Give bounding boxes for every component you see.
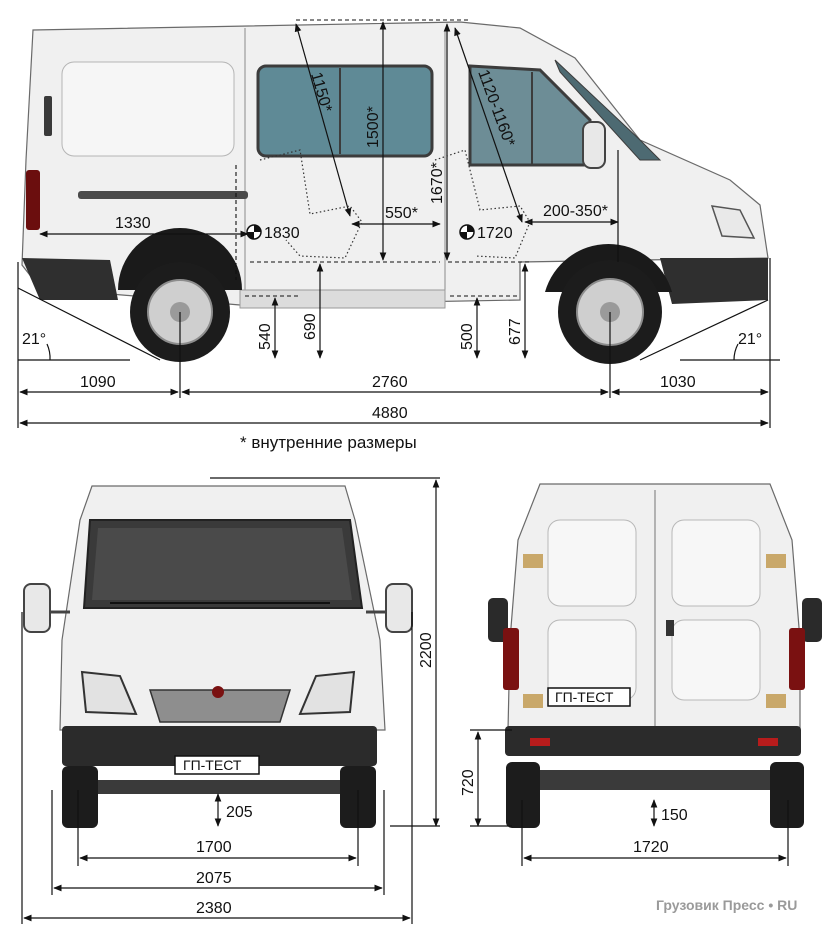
watermark: Грузовик Пресс • RU [656, 897, 798, 913]
front-view-van: ГП-ТЕСТ [23, 485, 413, 828]
step-rear-label: 540 [257, 323, 274, 350]
interior-dimensions-note: * внутренние размеры [240, 433, 417, 452]
overall-height-label: 2200 [418, 632, 435, 668]
rear-clearance-label: 150 [661, 807, 688, 824]
front-dimension-labels: 2200 205 1700 2075 2380 [196, 632, 435, 917]
seat-range-label: 200-350* [543, 203, 608, 220]
rear-plate-text: ГП-ТЕСТ [555, 689, 614, 705]
step-front-label: 500 [459, 323, 476, 350]
floor-front-label: 677 [507, 318, 524, 345]
departure-angle-label: 21° [22, 331, 46, 348]
rear-dimension-lines [470, 729, 789, 866]
side-dimension-labels: 1090 2760 1030 4880 21° 21° 1330 1830 17… [22, 68, 762, 422]
door-width-label: 550* [385, 205, 418, 222]
front-track-label: 1700 [196, 839, 232, 856]
rear-view-van: ГП-ТЕСТ [488, 483, 822, 828]
width-mirrors-label: 2380 [196, 900, 232, 917]
front-compartment-label: 1720 [477, 225, 513, 242]
side-dimension-lines [17, 19, 780, 428]
side-view-van [21, 21, 769, 364]
rear-compartment-label: 1830 [264, 225, 300, 242]
floor-rear-label: 690 [302, 313, 319, 340]
cg-marker-front [459, 224, 475, 240]
front-clearance-label: 205 [226, 804, 253, 821]
front-dimension-lines [21, 477, 440, 924]
cargo-length-label: 1330 [115, 215, 151, 232]
approach-angle-label: 21° [738, 331, 762, 348]
body-width-label: 2075 [196, 870, 232, 887]
overall-length-label: 4880 [372, 405, 408, 422]
rear-floor-height-label: 720 [460, 769, 477, 796]
interior-height-label: 1500* [365, 106, 382, 148]
overhang-rear-label: 1090 [80, 374, 116, 391]
rear-dimension-labels: 720 150 1720 [460, 769, 688, 856]
wheelbase-label: 2760 [372, 374, 408, 391]
front-plate-text: ГП-ТЕСТ [183, 757, 242, 773]
rear-track-label: 1720 [633, 839, 669, 856]
overhang-front-label: 1030 [660, 374, 696, 391]
cg-marker-rear [246, 224, 262, 240]
cabin-height-label: 1670* [429, 162, 446, 204]
